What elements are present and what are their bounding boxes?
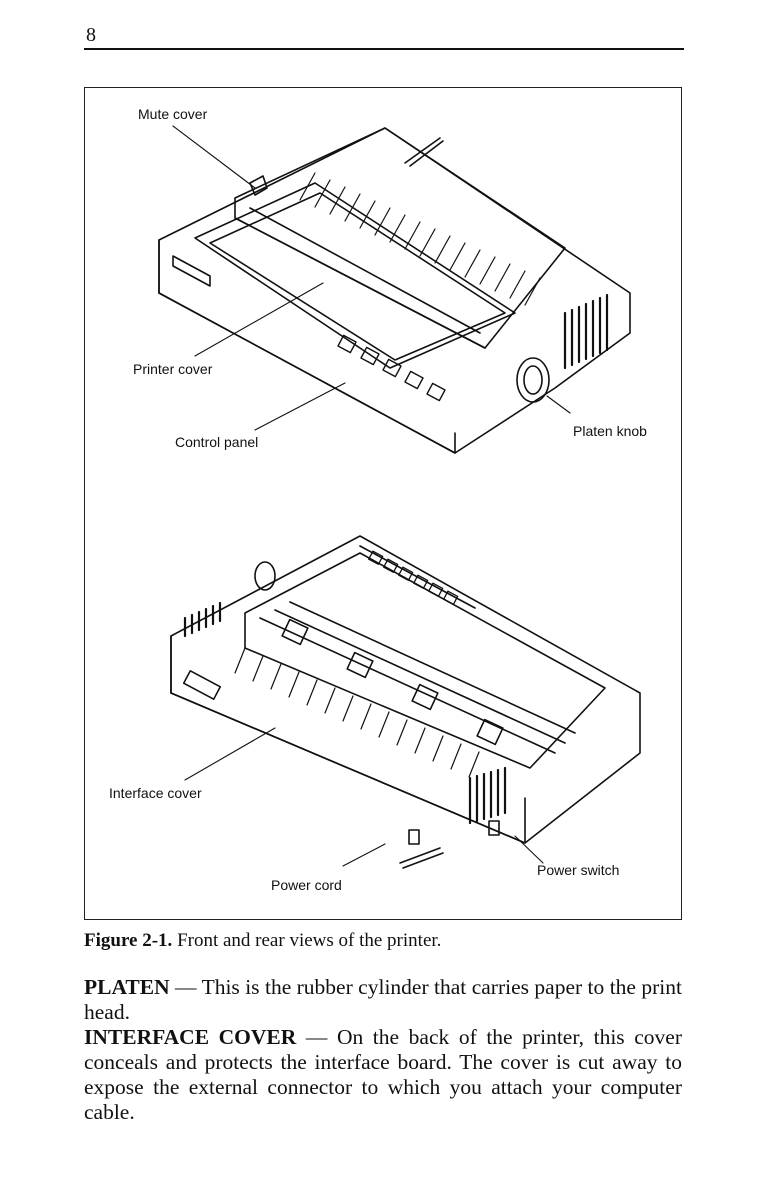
header-rule [84,48,684,50]
callout-power-switch: Power switch [537,862,620,878]
page-number: 8 [86,24,96,46]
callout-printer-cover: Printer cover [133,361,213,377]
figure-frame: Mute cover Printer cover Control panel P… [84,87,682,920]
figure-number: Figure 2-1. [84,930,173,951]
callout-platen-knob: Platen knob [573,423,647,439]
definition-platen: — This is the rubber cylinder that carri… [84,975,682,1024]
paragraph-platen: PLATEN — This is the rubber cylinder tha… [84,975,682,1025]
paragraph-interface-cover: INTERFACE COVER — On the back of the pri… [84,1025,682,1125]
callout-control-panel: Control panel [175,434,259,450]
figure-caption: Figure 2-1. Front and rear views of the … [84,930,441,952]
figure-caption-text: Front and rear views of the printer. [177,930,442,951]
rear-view-leader-lines [184,727,544,867]
front-view-leader-lines [172,125,571,431]
term-platen: PLATEN [84,975,170,999]
front-view-printer-drawing [158,127,631,454]
printer-illustration [158,125,641,869]
callout-mute-cover: Mute cover [138,106,208,122]
rear-view-printer-drawing [170,535,641,869]
definition-interface-cover: — On the back of the printer, this cover… [84,1025,682,1124]
callout-interface-cover: Interface cover [109,785,202,801]
term-interface-cover: INTERFACE COVER [84,1025,297,1049]
body-text: PLATEN — This is the rubber cylinder tha… [84,975,682,1125]
callout-power-cord: Power cord [271,877,342,893]
